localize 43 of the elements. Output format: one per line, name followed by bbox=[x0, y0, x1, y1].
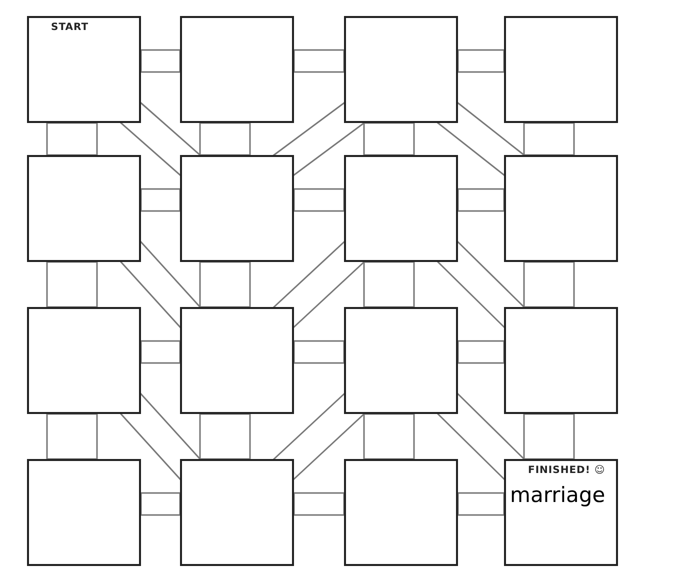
bridge bbox=[523, 122, 575, 156]
board-square bbox=[27, 155, 141, 262]
handwritten-note: marriage bbox=[510, 483, 606, 507]
bridge bbox=[523, 261, 575, 308]
bridge bbox=[293, 492, 345, 516]
board-square bbox=[504, 307, 618, 414]
bridge bbox=[140, 492, 181, 516]
board-square bbox=[180, 16, 294, 123]
bridge bbox=[457, 340, 505, 364]
board-square bbox=[27, 307, 141, 414]
bridge bbox=[523, 413, 575, 460]
board-square bbox=[27, 16, 141, 123]
board-square bbox=[344, 155, 458, 262]
board-square bbox=[344, 307, 458, 414]
board-square bbox=[504, 16, 618, 123]
bridge bbox=[293, 49, 345, 73]
board-square bbox=[180, 459, 294, 566]
bridge bbox=[457, 188, 505, 212]
bridge bbox=[140, 49, 181, 73]
bridge bbox=[457, 49, 505, 73]
bridge bbox=[199, 122, 251, 156]
bridge bbox=[140, 188, 181, 212]
bridge bbox=[199, 413, 251, 460]
bridge bbox=[457, 492, 505, 516]
bridge bbox=[363, 413, 415, 460]
board-square bbox=[344, 16, 458, 123]
bridge bbox=[46, 122, 98, 156]
board-square bbox=[504, 155, 618, 262]
bridge bbox=[140, 340, 181, 364]
square-label: START bbox=[51, 22, 89, 33]
bridge bbox=[293, 340, 345, 364]
board-square bbox=[180, 307, 294, 414]
bridge bbox=[46, 413, 98, 460]
board-square bbox=[180, 155, 294, 262]
bridge bbox=[363, 122, 415, 156]
board-square bbox=[344, 459, 458, 566]
bridge bbox=[46, 261, 98, 308]
bridge bbox=[199, 261, 251, 308]
bridge bbox=[363, 261, 415, 308]
board-square bbox=[27, 459, 141, 566]
board-square bbox=[504, 459, 618, 566]
square-label: FINISHED! ☺ bbox=[528, 465, 606, 476]
bridge bbox=[293, 188, 345, 212]
